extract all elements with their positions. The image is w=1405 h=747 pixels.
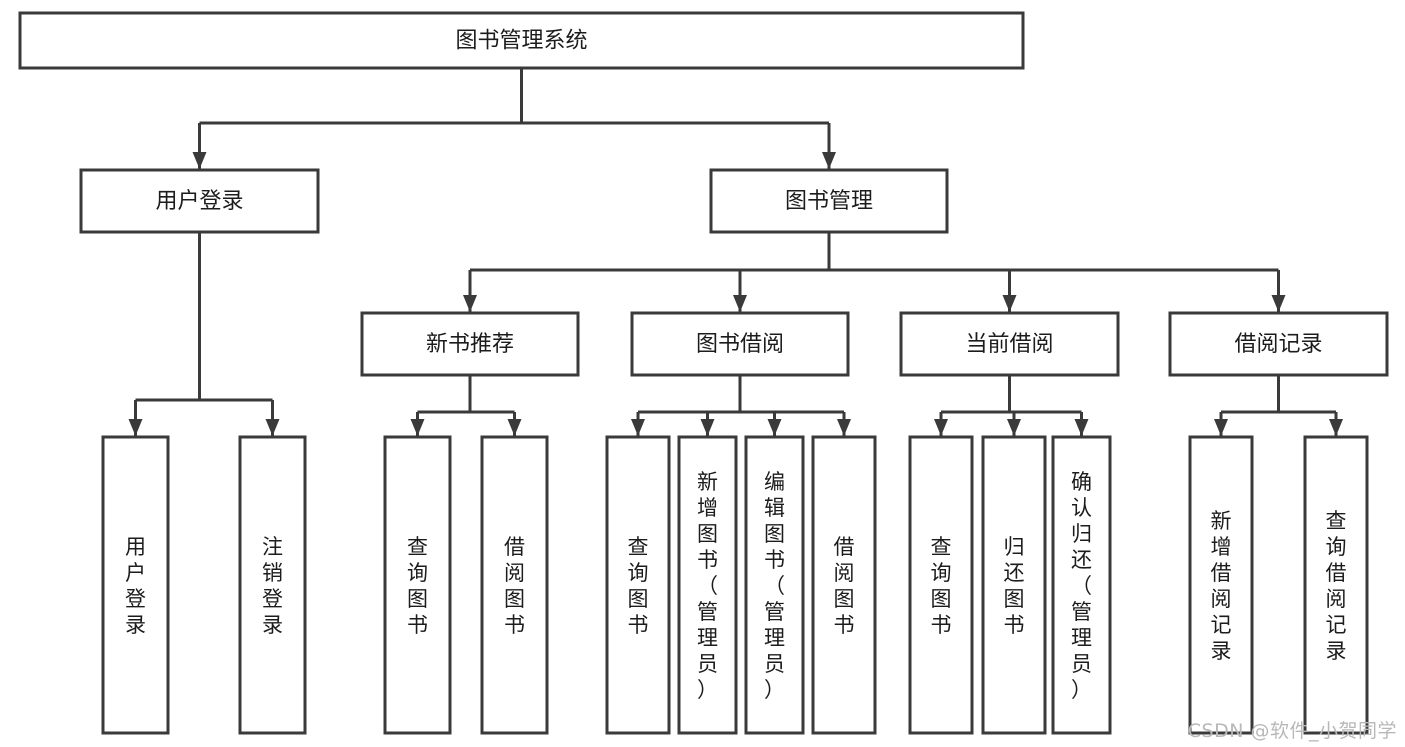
node-box[interactable] (1303, 435, 1369, 735)
node-leaf-add-record[interactable]: 新增借阅记录 (1188, 435, 1254, 735)
node-borrow-record[interactable]: 借阅记录 (1168, 311, 1389, 377)
node-box[interactable] (1188, 435, 1254, 735)
node-label: 新书推荐 (426, 332, 514, 357)
node-box[interactable] (899, 311, 1120, 377)
node-leaf-edit-book[interactable]: 编辑图书（管理员） (744, 435, 805, 735)
node-box[interactable] (18, 11, 1025, 70)
node-label: 图书管理 (785, 189, 873, 214)
connectors-layer (128, 68, 1343, 436)
node-box[interactable] (677, 435, 738, 735)
arrow-head-icon (507, 419, 522, 436)
node-label: 查询借阅记录 (1326, 509, 1347, 663)
node-leaf-query-book-1[interactable]: 查询图书 (383, 435, 452, 735)
arrow-head-icon (1002, 295, 1017, 312)
node-label: 新增借阅记录 (1211, 509, 1232, 663)
node-box[interactable] (605, 435, 671, 735)
node-leaf-borrow-book-1[interactable]: 借阅图书 (480, 435, 549, 735)
connector-group (128, 232, 280, 436)
arrow-head-icon (733, 295, 747, 312)
node-box[interactable] (383, 435, 452, 735)
node-leaf-return-book[interactable]: 归还图书 (981, 435, 1047, 735)
node-box[interactable] (79, 168, 320, 234)
connector-group (463, 232, 1286, 312)
node-box[interactable] (981, 435, 1047, 735)
node-leaf-confirm-return[interactable]: 确认归还（管理员） (1051, 435, 1112, 735)
node-box[interactable] (360, 311, 580, 377)
node-new-book-recommend[interactable]: 新书推荐 (360, 311, 580, 377)
arrow-head-icon (1271, 295, 1286, 312)
node-user-login[interactable]: 用户登录 (79, 168, 320, 234)
arrow-head-icon (192, 152, 207, 169)
node-box[interactable] (630, 311, 850, 377)
node-leaf-query-book-3[interactable]: 查询图书 (908, 435, 974, 735)
node-label: 用户登录 (155, 189, 243, 214)
node-label: 查询图书 (931, 535, 952, 637)
connector-group (934, 375, 1089, 436)
arrow-head-icon (631, 419, 645, 436)
arrow-head-icon (410, 419, 425, 436)
arrow-head-icon (128, 419, 143, 436)
node-box[interactable] (744, 435, 805, 735)
arrow-head-icon (767, 419, 782, 436)
node-label: 借阅记录 (1234, 332, 1322, 357)
arrow-head-icon (934, 419, 948, 436)
node-label: 借阅图书 (834, 535, 855, 637)
node-label: 归还图书 (1004, 535, 1025, 637)
node-label: 注销登录 (262, 535, 283, 637)
node-leaf-query-record[interactable]: 查询借阅记录 (1303, 435, 1369, 735)
arrow-head-icon (837, 419, 851, 436)
node-box[interactable] (709, 168, 949, 234)
node-box[interactable] (101, 435, 170, 735)
nodes-layer: 图书管理系统用户登录图书管理新书推荐图书借阅当前借阅借阅记录用户登录注销登录查询… (18, 11, 1389, 735)
node-box[interactable] (480, 435, 549, 735)
node-current-borrow[interactable]: 当前借阅 (899, 311, 1120, 377)
node-label: 查询图书 (628, 535, 649, 637)
arrow-head-icon (265, 419, 280, 436)
connector-group (631, 375, 851, 436)
node-leaf-add-book[interactable]: 新增图书（管理员） (677, 435, 738, 735)
node-leaf-logout[interactable]: 注销登录 (238, 435, 307, 735)
connector-group (410, 375, 522, 436)
node-label: 图书管理系统 (455, 29, 587, 54)
node-label: 借阅图书 (504, 535, 525, 637)
node-book-borrow[interactable]: 图书借阅 (630, 311, 850, 377)
node-leaf-borrow-book-2[interactable]: 借阅图书 (811, 435, 877, 735)
node-label: 当前借阅 (965, 332, 1053, 357)
node-leaf-query-book-2[interactable]: 查询图书 (605, 435, 671, 735)
node-root[interactable]: 图书管理系统 (18, 11, 1025, 70)
node-label: 图书借阅 (696, 332, 784, 357)
node-box[interactable] (811, 435, 877, 735)
arrow-head-icon (700, 419, 715, 436)
arrow-head-icon (1214, 419, 1228, 436)
arrow-head-icon (1007, 419, 1021, 436)
node-label: 用户登录 (125, 535, 146, 637)
node-box[interactable] (908, 435, 974, 735)
node-box[interactable] (1051, 435, 1112, 735)
node-label: 编辑图书（管理员） (764, 470, 785, 702)
connector-group (192, 68, 836, 169)
node-book-manage[interactable]: 图书管理 (709, 168, 949, 234)
connector-group (1214, 375, 1343, 436)
arrow-head-icon (822, 152, 836, 169)
node-label: 确认归还（管理员） (1071, 470, 1092, 702)
node-label: 查询图书 (407, 535, 428, 637)
arrow-head-icon (463, 295, 477, 312)
arrow-head-icon (1074, 419, 1089, 436)
node-box[interactable] (1168, 311, 1389, 377)
node-box[interactable] (238, 435, 307, 735)
node-label: 新增图书（管理员） (697, 470, 718, 702)
node-leaf-user-login[interactable]: 用户登录 (101, 435, 170, 735)
arrow-head-icon (1329, 419, 1343, 436)
